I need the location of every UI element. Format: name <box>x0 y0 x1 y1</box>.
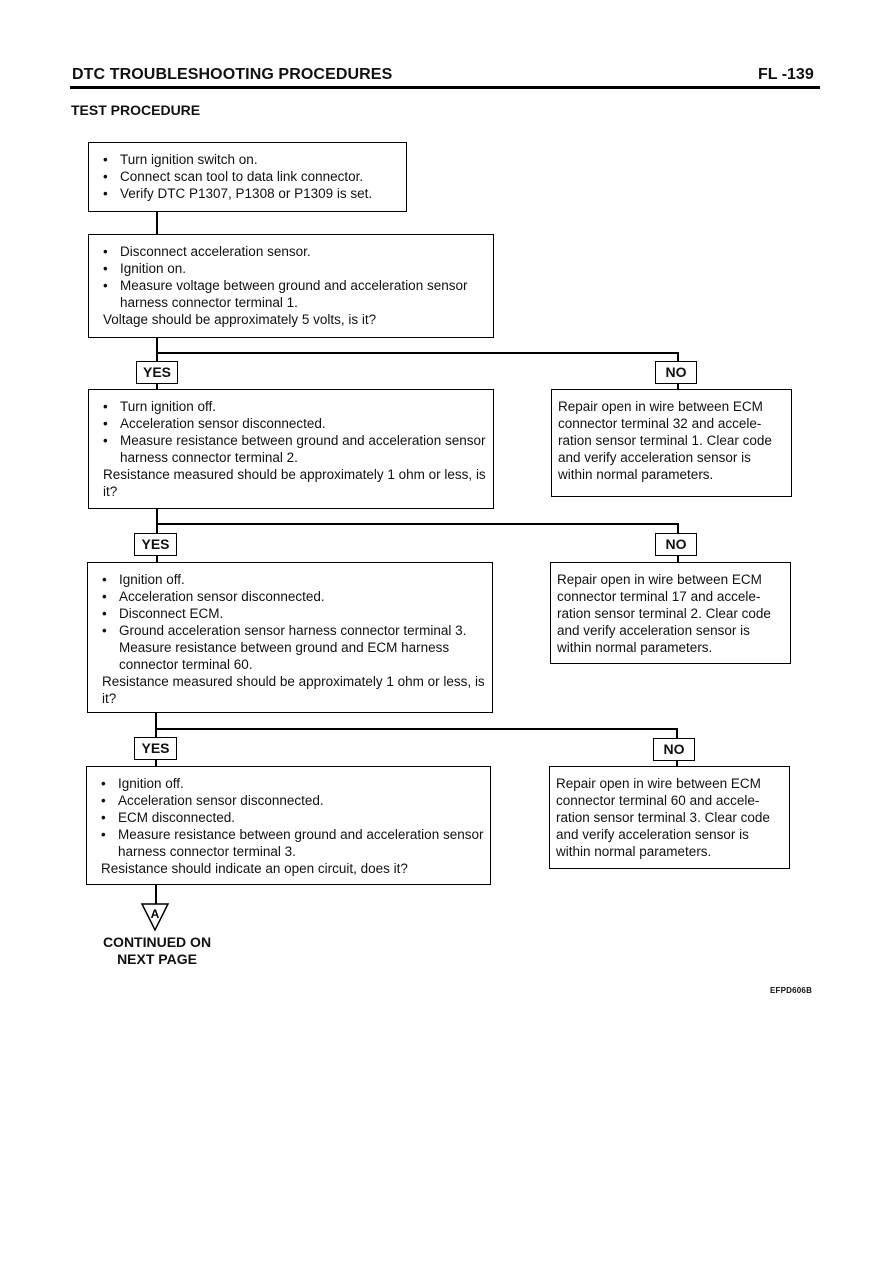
no-result-text: Repair open in wire between ECM connecto… <box>557 572 771 655</box>
flow-line <box>156 352 678 354</box>
flow-line <box>155 884 157 906</box>
step-item: Measure voltage between ground and accel… <box>103 277 487 311</box>
step-item: Ignition on. <box>103 260 487 277</box>
yes-label: YES <box>134 533 177 556</box>
no-result-box-2: Repair open in wire between ECM connecto… <box>550 562 791 664</box>
figure-code: EFPD606B <box>770 986 813 995</box>
step-item: Acceleration sensor disconnected. <box>103 415 487 432</box>
yes-label: YES <box>134 737 177 760</box>
header-rule <box>70 86 820 89</box>
flow-line <box>155 728 677 730</box>
step-item: Turn ignition off. <box>103 398 487 415</box>
continued-line: CONTINUED ON <box>102 934 212 950</box>
continued-line: NEXT PAGE <box>117 951 197 967</box>
no-result-text: Repair open in wire between ECM connecto… <box>558 399 772 482</box>
off-page-connector-icon: A <box>140 903 170 932</box>
no-result-text: Repair open in wire between ECM connecto… <box>556 776 770 859</box>
yes-label: YES <box>136 361 178 384</box>
no-label: NO <box>655 361 697 384</box>
flow-line <box>156 211 158 235</box>
page-header-title: DTC TROUBLESHOOTING PROCEDURES <box>72 66 393 83</box>
step-box-4: Ignition off. Acceleration sensor discon… <box>87 562 493 713</box>
step-item: Measure resistance between ground and ac… <box>101 826 484 860</box>
step-question: Resistance measured should be approximat… <box>103 467 486 499</box>
page-number: FL -139 <box>758 66 814 83</box>
continued-note: CONTINUED ON NEXT PAGE <box>96 934 218 968</box>
step-item: Connect scan tool to data link connector… <box>103 168 400 185</box>
no-label: NO <box>655 533 697 556</box>
step-box-2: Disconnect acceleration sensor. Ignition… <box>88 234 494 338</box>
no-result-box-3: Repair open in wire between ECM connecto… <box>549 766 790 869</box>
step-item: Ground acceleration sensor harness conne… <box>102 622 486 673</box>
step-item: Verify DTC P1307, P1308 or P1309 is set. <box>103 185 400 202</box>
step-question: Resistance measured should be approximat… <box>102 674 485 706</box>
step-question: Voltage should be approximately 5 volts,… <box>103 312 377 327</box>
step-item: Disconnect acceleration sensor. <box>103 243 487 260</box>
step-item: Measure resistance between ground and ac… <box>103 432 487 466</box>
connector-label: A <box>151 907 160 921</box>
step-box-5: Ignition off. Acceleration sensor discon… <box>86 766 491 885</box>
step-item: Turn ignition switch on. <box>103 151 400 168</box>
no-result-box-1: Repair open in wire between ECM connecto… <box>551 389 792 497</box>
no-label: NO <box>653 738 695 761</box>
section-title: TEST PROCEDURE <box>71 102 201 118</box>
step-item: Disconnect ECM. <box>102 605 486 622</box>
step-box-3: Turn ignition off. Acceleration sensor d… <box>88 389 494 509</box>
step-item: Acceleration sensor disconnected. <box>101 792 484 809</box>
step-item: Acceleration sensor disconnected. <box>102 588 486 605</box>
step-item: ECM disconnected. <box>101 809 484 826</box>
step-item: Ignition off. <box>101 775 484 792</box>
flow-line <box>156 523 678 525</box>
step-question: Resistance should indicate an open circu… <box>101 861 408 876</box>
step-item: Ignition off. <box>102 571 486 588</box>
step-box-1: Turn ignition switch on. Connect scan to… <box>88 142 407 212</box>
